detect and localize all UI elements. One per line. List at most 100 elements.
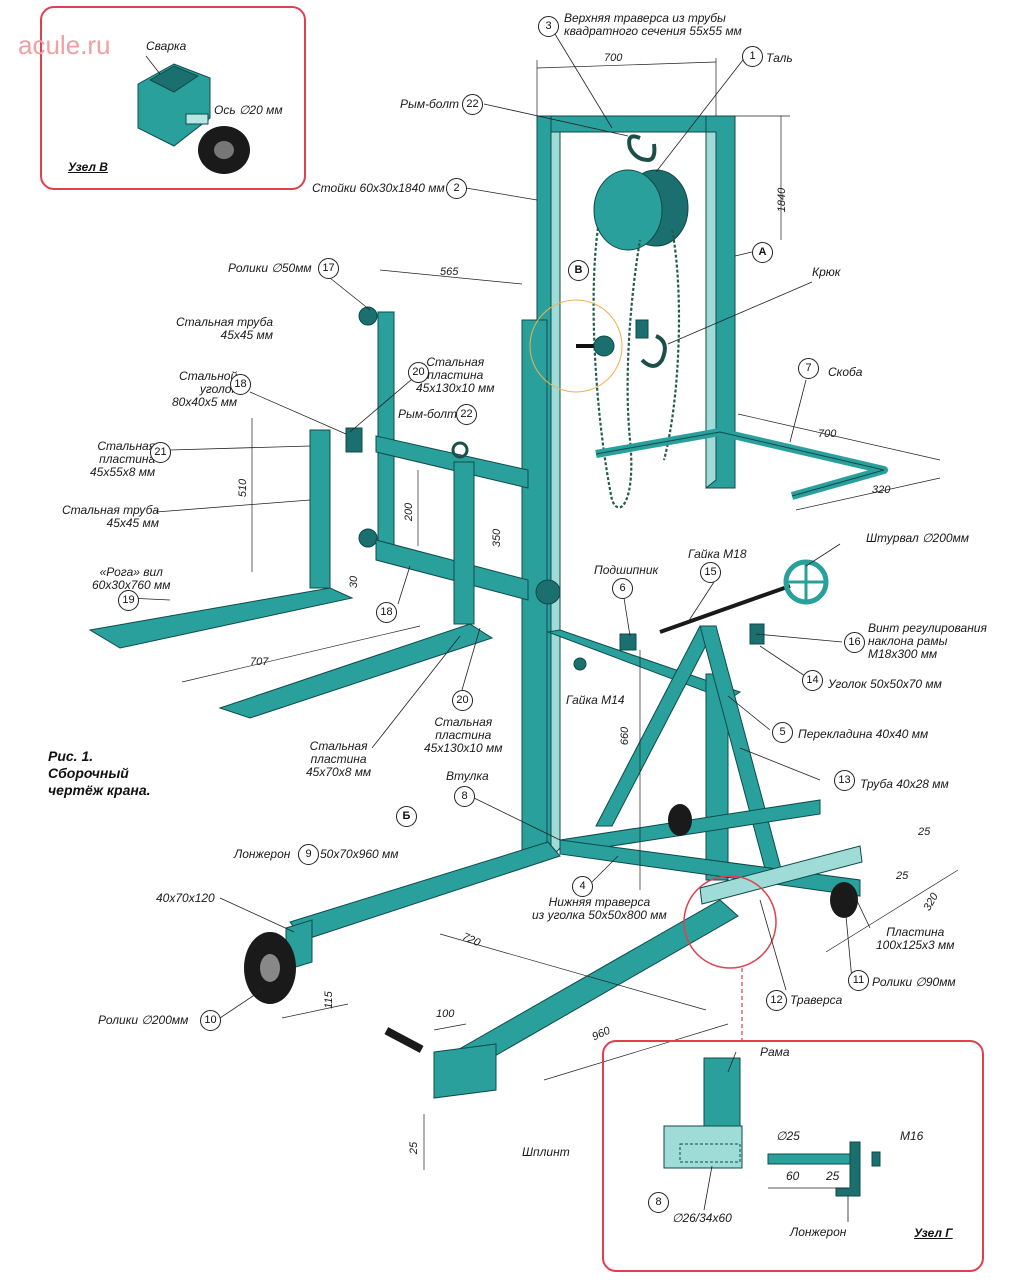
label-handwheel: Штурвал ∅200мм bbox=[866, 531, 970, 545]
dim-707: 707 bbox=[250, 656, 269, 668]
callout-14: 14 bbox=[802, 670, 823, 691]
label-plate-70: Стальная пластина 45x70x8 мм bbox=[306, 739, 372, 779]
watermark: acule.ru bbox=[18, 30, 111, 60]
node-v-pin bbox=[185, 113, 209, 125]
node-g-frame-label: Рама bbox=[760, 1045, 790, 1059]
callout-17: 17 bbox=[318, 258, 339, 279]
dimension-lines bbox=[181, 58, 959, 1170]
callout-1: 1 bbox=[742, 46, 763, 67]
carriage-upright-left bbox=[377, 311, 395, 561]
label-spar-size: 50x70x960 мм bbox=[320, 847, 399, 861]
callout-13: 13 bbox=[834, 770, 855, 791]
node-g-title: Узел Г bbox=[914, 1226, 953, 1240]
callout-20-top: 20 bbox=[408, 362, 429, 383]
eyebolt-22-mid bbox=[451, 441, 469, 459]
node-v-weld-label: Сварка bbox=[146, 39, 187, 53]
base bbox=[244, 799, 863, 1099]
node-g-spar-label: Лонжерон bbox=[790, 1225, 847, 1239]
callout-7: 7 bbox=[798, 358, 819, 379]
node-v-socket-top bbox=[148, 65, 200, 93]
callout-12: 12 bbox=[766, 990, 787, 1011]
caption-line-2: Сборочный bbox=[48, 765, 129, 781]
dim-350: 350 bbox=[491, 528, 504, 548]
node-v-marker bbox=[529, 299, 623, 393]
label-nut-m18: Гайка М18 bbox=[688, 547, 747, 561]
roller-90-rear bbox=[668, 804, 692, 836]
label-posts: Стойки 60x30x1840 мм bbox=[312, 181, 445, 195]
nut-m14 bbox=[573, 657, 587, 671]
node-g-spar bbox=[663, 1125, 743, 1169]
hoist-chain-loop bbox=[592, 227, 642, 509]
node-v-socket bbox=[137, 63, 211, 147]
callout-4: 4 bbox=[572, 876, 593, 897]
callout-5: 5 bbox=[772, 722, 793, 743]
roller-200-hub bbox=[260, 954, 280, 982]
bracket-tube bbox=[595, 428, 888, 500]
node-v-bearing-hub bbox=[214, 141, 234, 159]
bracket-7 bbox=[595, 428, 888, 500]
label-forks: «Рога» вил 60x30x760 мм bbox=[92, 565, 171, 592]
left-post-a-side bbox=[550, 131, 561, 860]
label-bracket: Скоба bbox=[828, 365, 863, 379]
clevis bbox=[433, 1043, 497, 1099]
fork-tine-left bbox=[88, 587, 354, 649]
callout-18-top: 18 bbox=[230, 374, 251, 395]
dim-200: 200 bbox=[403, 502, 416, 522]
label-spar: Лонжерон bbox=[234, 847, 291, 861]
chain-weight bbox=[635, 319, 649, 339]
dim-25a: 25 bbox=[918, 826, 931, 838]
dim-510: 510 bbox=[237, 478, 250, 498]
label-bushing: Втулка bbox=[446, 769, 489, 783]
callout-B: Б bbox=[396, 806, 417, 827]
callout-20-bottom: 20 bbox=[452, 690, 473, 711]
callout-A: А bbox=[752, 242, 773, 263]
callout-11: 11 bbox=[848, 970, 869, 991]
hoist-lift-chain bbox=[662, 229, 681, 461]
dim-1840: 1840 bbox=[776, 187, 789, 213]
roller-50-top bbox=[358, 306, 378, 326]
dim-25c: 25 bbox=[408, 1141, 421, 1155]
label-crossbar: Перекладина 40x40 мм bbox=[798, 727, 929, 741]
callout-6: 6 bbox=[612, 578, 633, 599]
label-steel-plate-130-top: Стальная пластина 45x130x10 мм bbox=[416, 355, 495, 395]
node-v-inset bbox=[40, 6, 306, 190]
dim-660: 660 bbox=[619, 726, 632, 746]
label-rollers-50: Ролики ∅50мм bbox=[228, 261, 312, 275]
label-cotter: Шплинт bbox=[522, 1145, 570, 1159]
label-block-40: 40x70x120 bbox=[156, 891, 215, 905]
caption-line-1: Рис. 1. bbox=[48, 748, 94, 764]
node-v-circle bbox=[529, 299, 623, 393]
dim-700-top: 700 bbox=[604, 52, 623, 64]
bracket-edge bbox=[595, 431, 885, 497]
label-steel-tube-top: Стальная труба 45x45 мм bbox=[176, 315, 273, 342]
top-beam bbox=[536, 115, 736, 133]
callout-8: 8 bbox=[454, 786, 475, 807]
hoist-drum-front bbox=[593, 169, 663, 251]
label-tilt-screw: Винт регулирования наклона рамы М18x300 … bbox=[868, 621, 987, 661]
dim-100: 100 bbox=[436, 1008, 455, 1020]
roller-50-bottom bbox=[358, 528, 378, 548]
label-bottom-beam: Нижняя траверса из уголка 50x50x800 мм bbox=[532, 895, 667, 922]
dim-565: 565 bbox=[440, 266, 459, 278]
figure-caption: Рис. 1. Сборочный чертёж крана. bbox=[48, 748, 151, 799]
node-g-d25-label: ∅25 bbox=[776, 1129, 800, 1143]
callout-22-mid: 22 bbox=[456, 404, 477, 425]
dim-25b: 25 bbox=[896, 870, 909, 882]
node-g-dim-60: 60 bbox=[786, 1169, 800, 1183]
label-eyebolt-mid: Рым-болт bbox=[398, 407, 457, 421]
label-tube-40: Труба 40x28 мм bbox=[860, 777, 949, 791]
label-steel-angle: Стальной уголок 80x40x5 мм bbox=[172, 369, 238, 409]
callout-15: 15 bbox=[700, 562, 721, 583]
dim-30: 30 bbox=[348, 575, 361, 589]
steel-plate-20-top bbox=[345, 427, 363, 453]
node-v-axle-label: Ось ∅20 мм bbox=[214, 103, 283, 117]
label-steel-tube-mid: Стальная труба 45x45 мм bbox=[62, 503, 159, 530]
node-g-callout-8: 8 bbox=[648, 1192, 669, 1213]
traverse-12 bbox=[699, 845, 863, 905]
chain-hoist bbox=[592, 134, 689, 509]
callout-16: 16 bbox=[844, 632, 865, 653]
caption-line-3: чертёж крана. bbox=[48, 782, 151, 798]
carriage-roller bbox=[535, 579, 561, 605]
